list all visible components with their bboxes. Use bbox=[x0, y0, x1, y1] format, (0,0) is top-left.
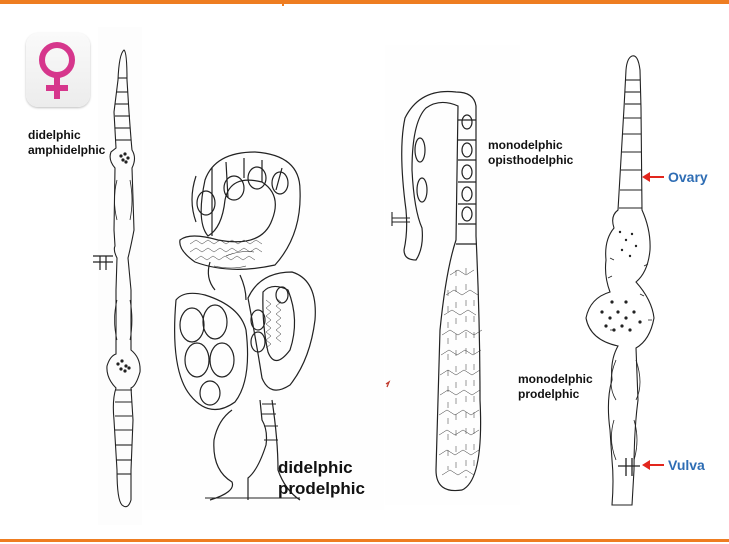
panel-amphidelphic-bg bbox=[98, 27, 142, 525]
opisthodelphic-cell-texture bbox=[438, 268, 483, 478]
amphidelphic-oocytes bbox=[116, 152, 131, 373]
bottom-frame-line bbox=[0, 539, 729, 542]
label-monodelphic-prodelphic: monodelphic prodelphic bbox=[518, 372, 593, 401]
prodelphic-didelphic-gonad bbox=[174, 151, 316, 501]
opisthodelphic-gonad bbox=[391, 90, 482, 492]
top-frame-notch bbox=[282, 0, 284, 6]
top-frame-line bbox=[0, 0, 729, 4]
label-didelphic-prodelphic: didelphic prodelphic bbox=[278, 458, 365, 498]
panel-opisthodelphic-bg bbox=[385, 45, 520, 505]
label-monodelphic-opisthodelphic: monodelphic opisthodelphic bbox=[488, 138, 574, 167]
label-ovary: Ovary bbox=[668, 169, 708, 185]
stray-red-mark bbox=[385, 380, 391, 388]
venus-icon bbox=[39, 42, 75, 99]
prodelphic-cell-texture bbox=[189, 239, 282, 349]
label-vulva: Vulva bbox=[668, 457, 705, 473]
vulva-arrow-icon bbox=[642, 460, 664, 470]
female-symbol-tile bbox=[26, 33, 90, 107]
amphidelphic-gonad bbox=[93, 49, 141, 508]
ovary-arrow-icon bbox=[642, 172, 664, 182]
prodelphic-monodelphic-oocytes bbox=[600, 230, 642, 332]
prodelphic-monodelphic-gonad bbox=[585, 55, 655, 506]
label-didelphic-amphidelphic: didelphic amphidelphic bbox=[28, 128, 106, 157]
